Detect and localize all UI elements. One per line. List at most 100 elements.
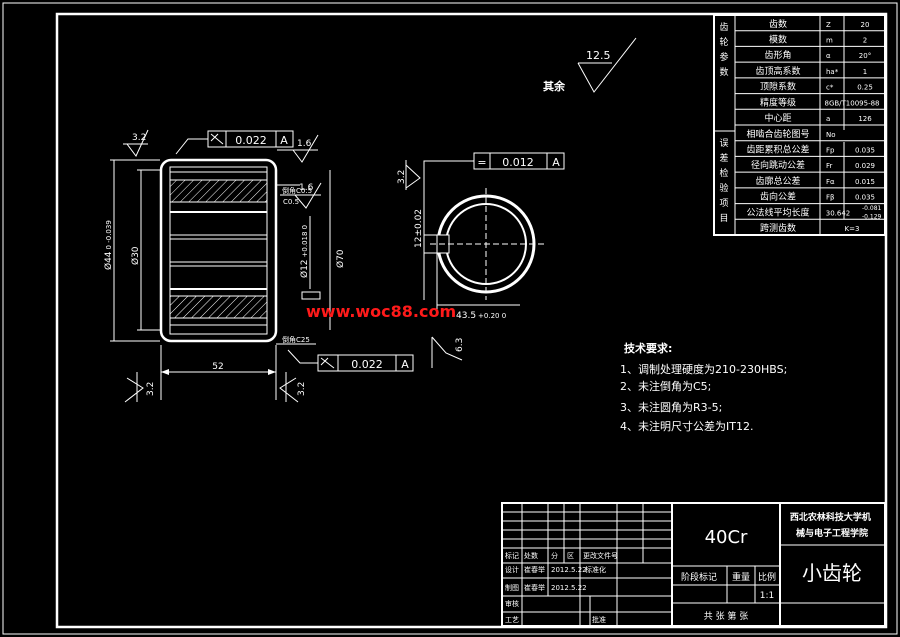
- param-value: 0.035: [855, 147, 875, 155]
- tech-item-1: 1、调制处理硬度为210-230HBS;: [620, 362, 787, 376]
- tb-school: 西北农林科技大学机 械与电子工程学院: [790, 511, 874, 539]
- tb-draw-name: 崔春举: [524, 583, 545, 592]
- tb-design-date: 2012.5.22: [551, 566, 587, 574]
- roughness-rest: 12.5 其余: [543, 37, 637, 93]
- param-symbol: ha*: [826, 68, 839, 76]
- param-value: 1: [863, 68, 867, 76]
- dim-diameter-30: Ø30: [130, 246, 141, 265]
- side-key-depth: 43.5+0.20 0: [456, 311, 506, 321]
- tb-row-label-count: 处数: [524, 551, 538, 560]
- param-symbol: c*: [826, 84, 834, 92]
- dim-diameter-70: Ø70: [335, 249, 346, 268]
- ra-bottom-63: 6.3: [455, 338, 465, 352]
- param-name: 齿数: [769, 18, 787, 30]
- tb-scale-label: 比例: [758, 571, 776, 583]
- param-value: K=3: [845, 225, 860, 233]
- ra-bottom-right: 3.2: [297, 382, 307, 396]
- tol-top-value: 0.022: [235, 134, 267, 147]
- param-symbol: m: [826, 37, 833, 45]
- tech-requirements: 技术要求: 1、调制处理硬度为210-230HBS; 2、未注倒角为C5; 3、…: [620, 341, 787, 433]
- side-tol-datum: A: [552, 156, 560, 169]
- param-value: 0.035: [855, 194, 875, 202]
- tech-item-3: 3、未注圆角为R3-5;: [620, 400, 722, 414]
- front-view: 0.022 A 3.2 1.6 倒角C0.5 1.6: [103, 129, 465, 403]
- tb-std-label: 标准化: [585, 565, 606, 574]
- param-name: 齿向公差: [760, 191, 796, 203]
- tol-bottom-value: 0.022: [351, 358, 383, 371]
- param-symbol: Fβ: [826, 194, 835, 202]
- tb-approve-label: 批准: [592, 615, 606, 624]
- tb-row-label-zone: 区: [567, 552, 574, 560]
- param-symbol: α: [826, 52, 831, 60]
- param-group-check: 误差检验项目: [719, 138, 728, 224]
- param-value: 0.029: [855, 162, 875, 170]
- tb-row-label-part: 分: [551, 551, 558, 560]
- watermark: www.woc88.com: [306, 302, 456, 321]
- tb-process-label: 工艺: [505, 616, 519, 624]
- param-symbol: Fp: [826, 147, 835, 155]
- tb-school-line2: 械与电子工程学院: [796, 527, 868, 539]
- param-symbol: Fα: [826, 178, 835, 186]
- tech-item-2: 2、未注倒角为C5;: [620, 379, 711, 393]
- param-value: 0.015: [855, 178, 875, 186]
- param-value: 20°: [859, 52, 871, 60]
- side-tol-value: 0.012: [502, 156, 534, 169]
- param-tol-upper: -0.081: [862, 205, 882, 212]
- inner-frame: [55, 12, 888, 629]
- param-name: 跨测齿数: [760, 222, 796, 234]
- tb-school-line1: 西北农林科技大学机: [790, 511, 871, 523]
- tb-row-label-change: 更改文件号: [583, 551, 618, 560]
- param-symbol: Fr: [826, 162, 833, 170]
- param-name: 模数: [769, 34, 787, 46]
- side-ra: 3.2: [397, 170, 407, 184]
- param-value: 126: [858, 115, 872, 123]
- tb-part-name: 小齿轮: [802, 561, 862, 585]
- tol-top-datum: A: [280, 134, 288, 147]
- chamfer-top-label: 倒角C0.5: [282, 186, 312, 195]
- tb-design-label: 设计: [505, 565, 519, 574]
- param-group-gear: 齿轮参数: [719, 22, 728, 78]
- tb-stage-label: 阶段标记: [681, 571, 717, 583]
- roughness-rest-label: 其余: [543, 79, 566, 93]
- param-value: 2: [863, 37, 867, 45]
- tb-draw-label: 制图: [505, 583, 519, 592]
- param-symbol: Z: [826, 21, 831, 29]
- side-tol-symbol: =: [477, 156, 486, 169]
- param-name: 齿廓总公差: [755, 175, 800, 187]
- param-name: 相啮合齿轮图号: [746, 128, 809, 140]
- chamfer-bottom-label: 倒角C25: [282, 335, 310, 344]
- param-name: 齿形角: [764, 49, 791, 61]
- title-block: 40Cr 西北农林科技大学机 械与电子工程学院 小齿轮 阶段标记 重量 比例 1…: [501, 502, 886, 627]
- side-key-width: 12±0.02: [414, 209, 424, 248]
- param-name: 齿距累积总公差: [746, 144, 809, 156]
- tb-draw-date: 2012.5.22: [551, 584, 587, 592]
- param-name: 径向跳动公差: [751, 159, 805, 171]
- tb-material: 40Cr: [705, 527, 748, 548]
- param-value: 0.25: [857, 84, 873, 92]
- tech-title: 技术要求:: [624, 341, 672, 355]
- param-value: 20: [861, 21, 870, 29]
- chamfer-top-value: C0.5: [283, 198, 299, 206]
- tol-bottom-datum: A: [401, 358, 409, 371]
- param-tol-lower: -0.129: [862, 214, 882, 221]
- ra-top-left: 3.2: [132, 133, 146, 143]
- dim-width: 52: [212, 362, 223, 372]
- param-name: 公法线平均长度: [746, 206, 809, 218]
- side-view: = 0.012 A 3.2 12±0.02 43.5+0.20 0: [397, 152, 565, 321]
- tb-sheets-label: 共 张 第 张: [704, 610, 749, 622]
- param-value: 8GB/T10095-88: [824, 99, 879, 107]
- hatch-top: [169, 179, 268, 203]
- dim-bore: Ø12+0.018 0: [299, 225, 310, 278]
- param-name: 齿顶高系数: [755, 65, 800, 77]
- param-symbol: a: [826, 115, 830, 123]
- tb-design-name: 崔春举: [524, 565, 545, 574]
- dim-tip-diameter: Ø440 -0.039: [103, 220, 114, 270]
- tb-audit-label: 审核: [505, 599, 519, 608]
- tb-row-label-mark: 标记: [505, 551, 519, 560]
- roughness-rest-value: 12.5: [586, 49, 611, 62]
- hatch-bottom: [169, 295, 268, 319]
- tb-weight-label: 重量: [732, 571, 750, 583]
- ra-face-right: 1.6: [297, 139, 312, 149]
